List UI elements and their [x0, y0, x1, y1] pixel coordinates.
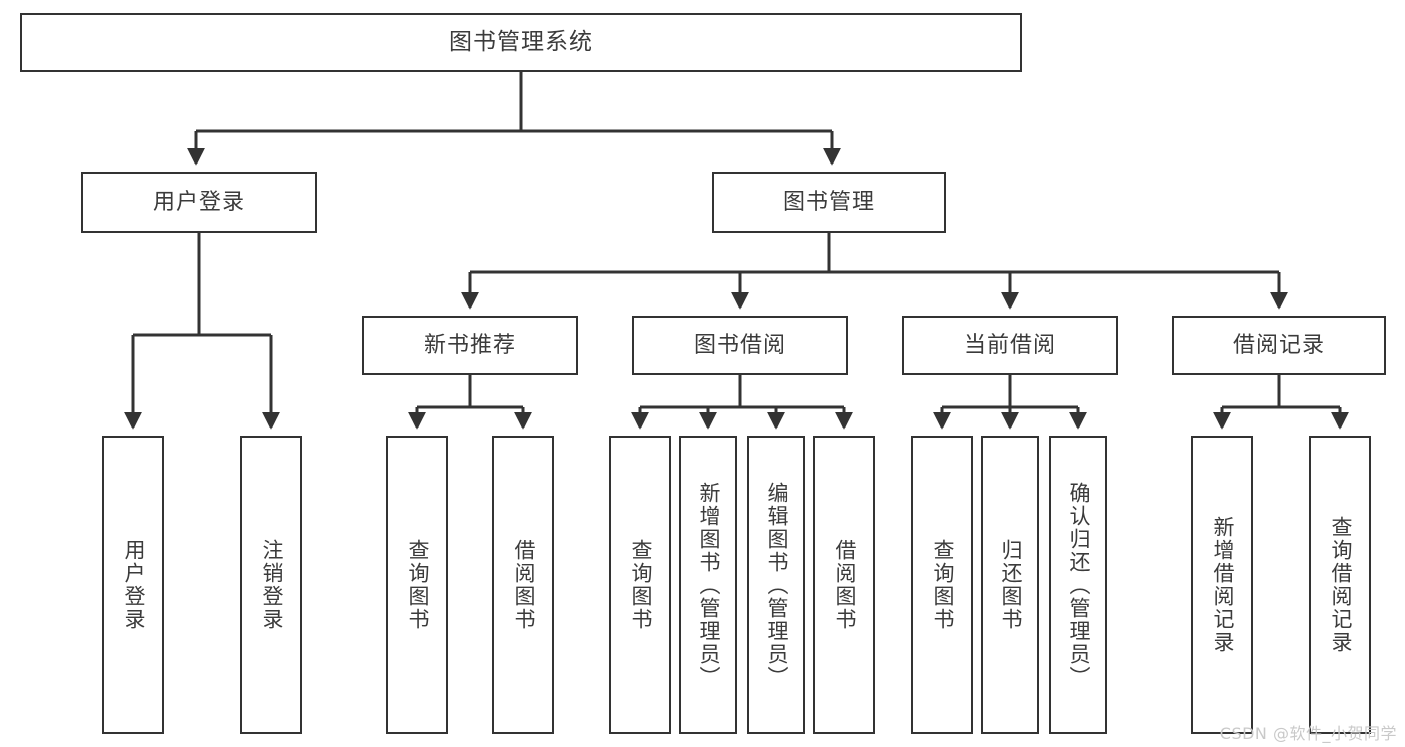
node-user-login-label: 用户登录 [152, 189, 245, 215]
node-current-borrow-label: 当前借阅 [963, 332, 1056, 358]
node-book-management[interactable]: 图书管理 [712, 172, 946, 233]
leaf-borrow-record-add-label: 新增借阅记录 [1210, 516, 1235, 654]
leaf-user-login-logout-label: 注销登录 [259, 539, 284, 631]
leaf-borrow-record-query-label: 查询借阅记录 [1328, 516, 1353, 654]
leaf-current-borrow-query-label: 查询图书 [930, 539, 955, 631]
leaf-new-book-query-label: 查询图书 [405, 539, 430, 631]
leaf-new-book-borrow[interactable]: 借阅图书 [492, 436, 554, 734]
node-current-borrow[interactable]: 当前借阅 [902, 316, 1118, 375]
leaf-user-login-logout[interactable]: 注销登录 [240, 436, 302, 734]
leaf-book-borrow-edit[interactable]: 编辑图书（管理员） [747, 436, 805, 734]
leaf-user-login-login-label: 用户登录 [121, 539, 146, 631]
node-book-borrow-label: 图书借阅 [693, 332, 786, 358]
leaf-book-borrow-add-label: 新增图书（管理员） [696, 481, 721, 689]
node-borrow-record[interactable]: 借阅记录 [1172, 316, 1386, 375]
leaf-current-borrow-confirm[interactable]: 确认归还（管理员） [1049, 436, 1107, 734]
node-new-book-recommend-label: 新书推荐 [423, 332, 516, 358]
leaf-current-borrow-confirm-label: 确认归还（管理员） [1066, 481, 1091, 689]
node-book-borrow[interactable]: 图书借阅 [632, 316, 848, 375]
leaf-current-borrow-return[interactable]: 归还图书 [981, 436, 1039, 734]
leaf-current-borrow-return-label: 归还图书 [998, 539, 1023, 631]
leaf-borrow-record-query[interactable]: 查询借阅记录 [1309, 436, 1371, 734]
leaf-book-borrow-borrow[interactable]: 借阅图书 [813, 436, 875, 734]
leaf-book-borrow-edit-label: 编辑图书（管理员） [764, 481, 789, 689]
node-root-system[interactable]: 图书管理系统 [20, 13, 1022, 72]
node-new-book-recommend[interactable]: 新书推荐 [362, 316, 578, 375]
leaf-borrow-record-add[interactable]: 新增借阅记录 [1191, 436, 1253, 734]
leaf-book-borrow-borrow-label: 借阅图书 [832, 539, 857, 631]
node-root-system-label: 图书管理系统 [449, 29, 593, 55]
node-book-management-label: 图书管理 [782, 189, 875, 215]
leaf-user-login-login[interactable]: 用户登录 [102, 436, 164, 734]
leaf-book-borrow-add[interactable]: 新增图书（管理员） [679, 436, 737, 734]
leaf-book-borrow-query[interactable]: 查询图书 [609, 436, 671, 734]
node-user-login[interactable]: 用户登录 [81, 172, 317, 233]
leaf-current-borrow-query[interactable]: 查询图书 [911, 436, 973, 734]
leaf-new-book-borrow-label: 借阅图书 [511, 539, 536, 631]
leaf-new-book-query[interactable]: 查询图书 [386, 436, 448, 734]
node-borrow-record-label: 借阅记录 [1232, 332, 1325, 358]
leaf-book-borrow-query-label: 查询图书 [628, 539, 653, 631]
